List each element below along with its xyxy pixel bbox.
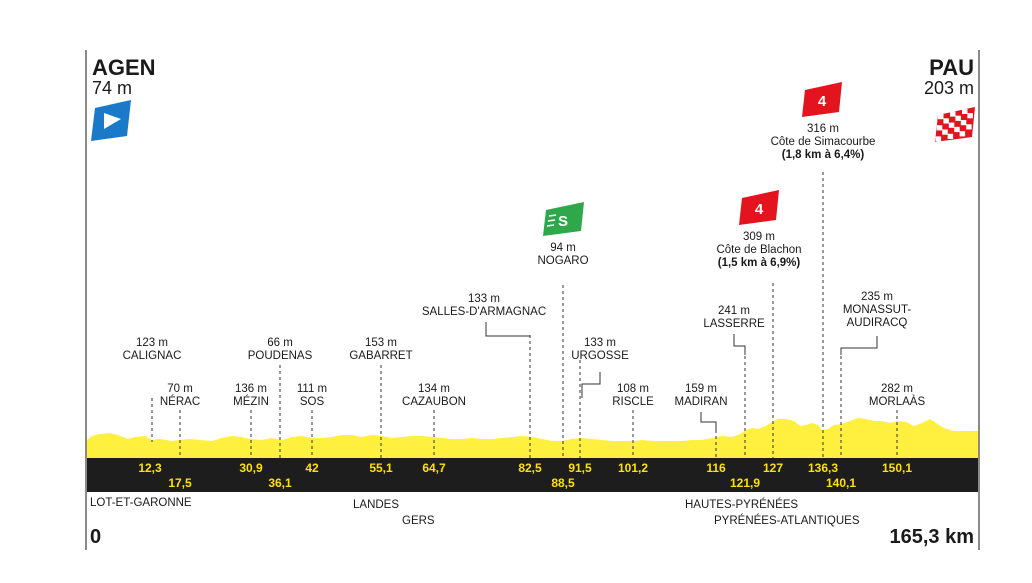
km-gabarret: 55,1: [369, 461, 393, 475]
distance-bar: [87, 458, 978, 492]
checker-square: [942, 129, 948, 135]
climb-cat4-icon: 4: [802, 82, 842, 117]
label-leader: [700, 412, 717, 430]
checker-square: [966, 124, 972, 130]
svg-text:4: 4: [755, 201, 764, 218]
km-nerac: 17,5: [168, 476, 192, 490]
checker-square: [955, 115, 961, 121]
checker-square: [967, 113, 973, 119]
frame-right: [978, 50, 980, 550]
checker-square: [950, 111, 956, 117]
sprint-icon: S: [543, 202, 584, 236]
distance-start: 0: [90, 526, 102, 548]
checker-square: [938, 114, 944, 120]
svg-text:4: 4: [818, 93, 827, 110]
svg-text:S: S: [558, 213, 568, 230]
distance-total: 165,3 km: [889, 526, 974, 548]
region-landes: LANDES: [353, 499, 400, 511]
label-leader: [485, 322, 530, 337]
km-cazaubon: 64,7: [422, 461, 446, 475]
km-cote-de-blachon: 127: [762, 461, 784, 475]
elevation-profile: [87, 418, 978, 458]
km-salles-darmagnac: 82,5: [518, 461, 542, 475]
finish-flag-icon: [935, 107, 975, 142]
start-altitude: 74 m: [92, 78, 133, 98]
km-urgosse: 91,5: [568, 461, 592, 475]
checker-square: [948, 122, 955, 128]
checker-square: [962, 108, 968, 114]
km-calignac: 12,3: [138, 461, 162, 475]
start-flag-icon: [91, 100, 131, 141]
checker-square: [960, 120, 967, 126]
km-nogaro: 88,5: [551, 476, 575, 490]
region-pyrenees-atlantiques: PYRÉNÉES-ATLANTIQUES: [714, 515, 860, 527]
km-sos: 42: [305, 461, 319, 475]
label-leader: [733, 334, 746, 355]
checker-square: [943, 118, 949, 124]
climb-cat4-icon: 4: [739, 190, 779, 225]
point-dashes: [151, 172, 898, 458]
start-city: AGEN: [92, 55, 156, 80]
km-lasserre: 121,9: [729, 476, 761, 490]
finish-city: PAU: [929, 55, 974, 80]
label-leader: [840, 336, 878, 355]
region-gers: GERS: [402, 515, 435, 527]
label-leader: [581, 372, 601, 398]
km-monassut-audiracq: 140,1: [825, 476, 857, 490]
km-mezin: 30,9: [239, 461, 263, 475]
checker-square: [947, 133, 954, 139]
finish-altitude: 203 m: [923, 78, 974, 98]
checker-square: [936, 125, 943, 131]
region-hautes-pyrenees: HAUTES-PYRÉNÉES: [685, 499, 799, 511]
frame-left: [85, 50, 87, 550]
label-leaders: [485, 322, 878, 430]
km-riscle: 101,2: [617, 461, 649, 475]
km-madiran: 116: [706, 461, 726, 475]
km-cote-de-simacourbe: 136,3: [807, 461, 839, 475]
checker-square: [959, 131, 966, 137]
km-poudenas: 36,1: [268, 476, 292, 490]
region-lot-et-garonne: LOT-ET-GARONNE: [90, 497, 192, 509]
checker-square: [935, 136, 942, 142]
km-morlaas: 150,1: [881, 461, 913, 475]
checker-square: [954, 126, 960, 133]
